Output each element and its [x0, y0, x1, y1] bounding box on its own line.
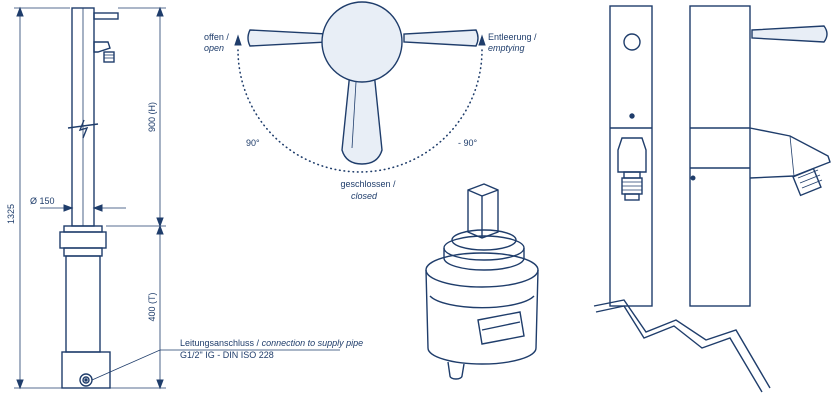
base-box	[61, 351, 111, 389]
section-break-line	[593, 299, 771, 389]
label-open-de: offen /	[204, 32, 229, 42]
detail-view-side	[689, 5, 831, 307]
label-empty-de: Entleerung /	[488, 32, 537, 42]
column-elevation	[14, 6, 340, 390]
break-mark	[67, 123, 99, 129]
dim-total-height: 1325	[6, 204, 16, 224]
lower-column	[65, 255, 101, 353]
label-angle-right: - 90°	[458, 138, 478, 148]
dim-lower-height: 400 (T)	[147, 292, 157, 321]
side-handle	[751, 25, 828, 43]
spout-nozzle	[103, 51, 115, 63]
label-open-en: open	[204, 43, 224, 53]
handle-top-view	[234, 1, 486, 173]
handle-arm-right	[403, 29, 479, 47]
dim-diameter: Ø 150	[30, 196, 55, 206]
valve-cartridge	[425, 183, 539, 380]
top-handle	[93, 12, 119, 20]
connection-label: Leitungsanschluss / connection to supply…	[180, 338, 363, 348]
label-closed-de: geschlossen /	[340, 179, 396, 189]
label-angle-left: 90°	[246, 138, 260, 148]
dim-upper-height: 900 (H)	[147, 102, 157, 132]
upper-spout	[93, 41, 111, 53]
handle-arm-bottom	[341, 71, 383, 165]
label-closed-en: closed	[351, 191, 378, 201]
handle-hub	[321, 1, 403, 83]
connection-spec: G1/2" IG - DIN ISO 228	[180, 350, 274, 360]
handle-arm-left	[247, 29, 329, 47]
detail-view-front	[609, 5, 653, 307]
rotation-arc	[237, 49, 483, 173]
label-empty-en: emptying	[488, 43, 525, 53]
